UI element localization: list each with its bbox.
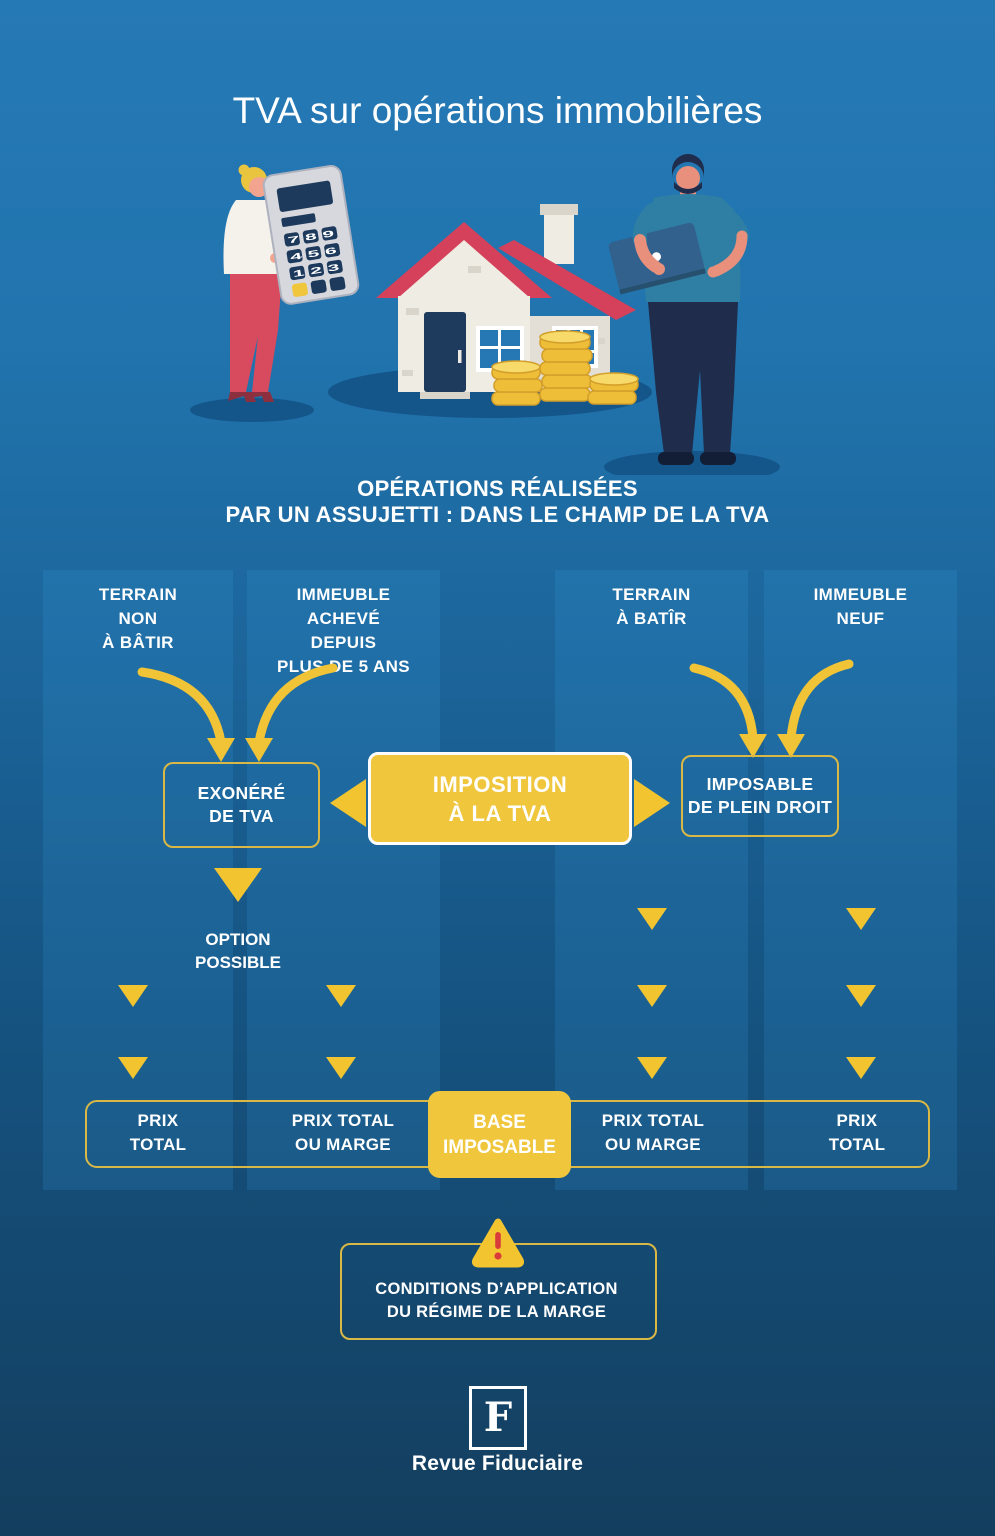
house-illustration bbox=[376, 204, 636, 399]
page-title: TVA sur opérations immobilières bbox=[232, 90, 763, 131]
calculator: 7 8 9 4 5 6 1 2 3 bbox=[262, 164, 360, 305]
curved-arrow-icons bbox=[137, 659, 854, 747]
man-illustration bbox=[608, 154, 749, 465]
illustration-svg: 7 8 9 4 5 6 1 2 3 bbox=[190, 154, 780, 475]
diagram-arrows-layer bbox=[0, 560, 995, 1200]
big-triangle-down-icon bbox=[214, 868, 262, 902]
triangle-right-icon bbox=[634, 779, 670, 827]
imposable-de-plein-droit-box: IMPOSABLE DE PLEIN DROIT bbox=[681, 755, 839, 837]
calculator-yellow-key bbox=[291, 282, 308, 297]
imposition-a-la-tva-box: IMPOSITION À LA TVA bbox=[368, 752, 632, 845]
logo-monogram: F bbox=[483, 1394, 513, 1441]
warning-label: CONDITIONS D’APPLICATION DU RÉGIME DE LA… bbox=[375, 1280, 618, 1321]
small-triangle-down-icons bbox=[118, 908, 876, 1079]
column-header-terrain-non-a-batir: TERRAIN NON À BÂTIR bbox=[98, 585, 178, 652]
base-row-label-prix-total-ou-marge-1: PRIX TOTAL OU MARGE bbox=[291, 1111, 395, 1154]
side-triangle-icons bbox=[330, 779, 670, 827]
triangle-left-icon bbox=[330, 779, 366, 827]
woman-illustration: 7 8 9 4 5 6 1 2 3 bbox=[223, 164, 360, 402]
column-bg-immeuble-neuf bbox=[764, 570, 957, 1190]
warning-triangle-icon bbox=[470, 1216, 526, 1268]
chimney bbox=[544, 212, 574, 264]
door bbox=[424, 312, 466, 392]
base-row-label-prix-total-ou-marge-2: PRIX TOTAL OU MARGE bbox=[601, 1111, 705, 1154]
curved-arrow-heads bbox=[207, 734, 805, 762]
revue-fiduciaire-logo-icon: F bbox=[469, 1386, 527, 1450]
column-bg-immeuble-acheve bbox=[247, 570, 440, 1190]
exonere-de-tva-box: EXONÉRÉ DE TVA bbox=[163, 762, 320, 848]
section-subtitle: OPÉRATIONS RÉALISÉES PAR UN ASSUJETTI : … bbox=[225, 476, 770, 527]
column-header-immeuble-neuf: IMMEUBLE NEUF bbox=[813, 585, 908, 628]
coins-illustration bbox=[491, 330, 639, 406]
base-row-label-prix-total-2: PRIX TOTAL bbox=[828, 1111, 886, 1154]
base-row-label-prix-total-1: PRIX TOTAL bbox=[129, 1111, 187, 1154]
base-imposable-box: BASE IMPOSABLE bbox=[428, 1091, 571, 1178]
laptop bbox=[608, 222, 706, 295]
roof-right bbox=[498, 240, 636, 320]
column-header-terrain-a-batir: TERRAIN À BATÎR bbox=[612, 585, 691, 628]
option-possible-label: OPTION POSSIBLE bbox=[195, 930, 281, 972]
logo-text: Revue Fiduciaire bbox=[411, 1452, 584, 1475]
illustration: 7 8 9 4 5 6 1 2 3 bbox=[0, 140, 995, 475]
